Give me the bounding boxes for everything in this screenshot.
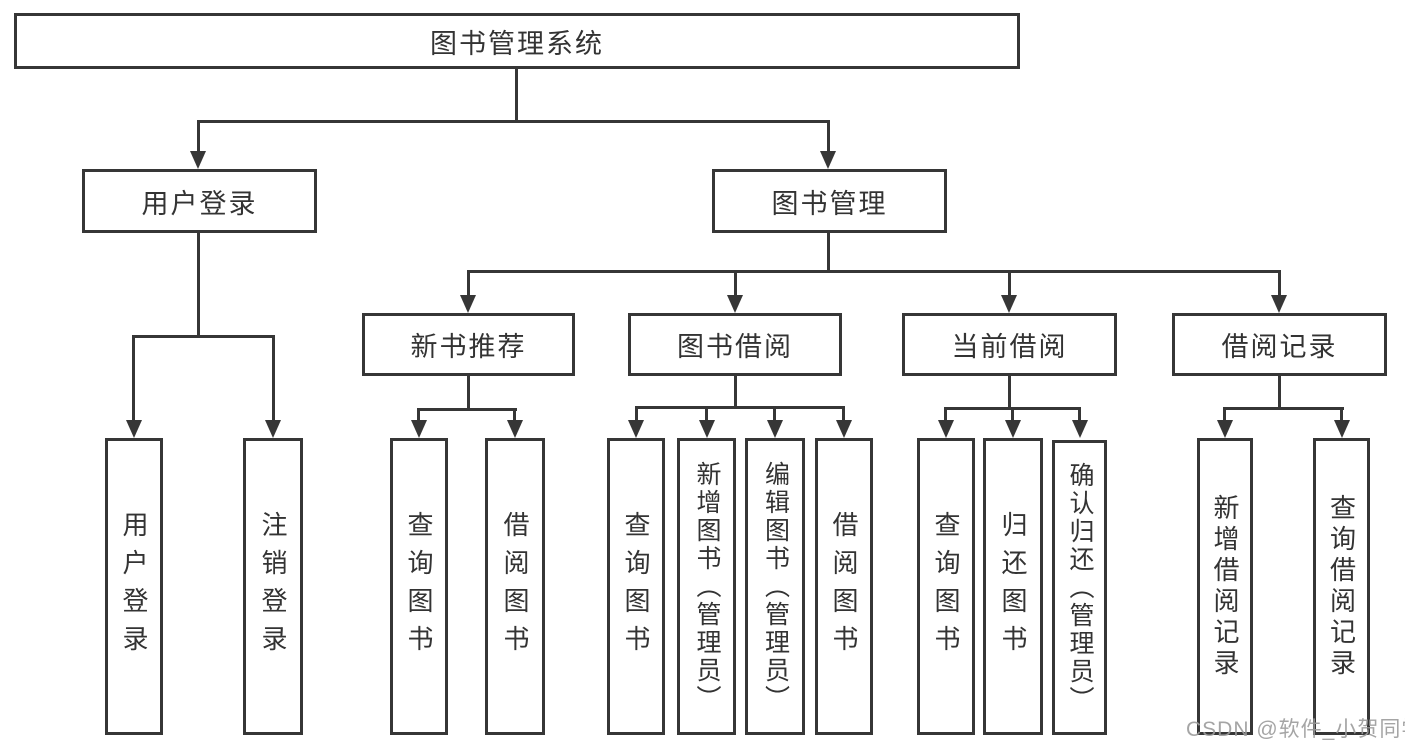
node-label: 新增图书（管理员） bbox=[693, 460, 721, 713]
connector-root-stub bbox=[515, 69, 518, 120]
arrowhead bbox=[265, 420, 281, 438]
node-label: 用户登录 bbox=[119, 510, 149, 663]
node-label: 查询借阅记录 bbox=[1326, 493, 1357, 680]
connector-login-horizontal bbox=[132, 335, 275, 338]
connector-borrowing-stub bbox=[734, 376, 737, 406]
leaf-recommend-borrow-books: 借阅图书 bbox=[485, 438, 545, 735]
arrowhead bbox=[126, 420, 142, 438]
connector-records-drop-2 bbox=[1340, 407, 1343, 420]
node-label: 当前借阅 bbox=[951, 332, 1068, 362]
connector-l2-right-drop bbox=[827, 120, 830, 152]
connector-l3-drop-2 bbox=[734, 270, 737, 295]
arrowhead bbox=[820, 151, 836, 169]
connector-recommend-horizontal bbox=[417, 408, 517, 411]
node-new-book-recommend: 新书推荐 bbox=[362, 313, 575, 376]
connector-recommend-drop-2 bbox=[513, 408, 516, 420]
node-label: 查询图书 bbox=[621, 510, 651, 663]
arrowhead bbox=[699, 420, 715, 438]
connector-records-stub bbox=[1278, 376, 1281, 407]
arrowhead bbox=[1072, 420, 1088, 438]
arrowhead bbox=[836, 420, 852, 438]
connector-l3-drop-1 bbox=[467, 270, 470, 295]
node-label: 新增借阅记录 bbox=[1210, 493, 1240, 680]
connector-l3-drop-4 bbox=[1278, 270, 1281, 295]
connector-records-horizontal bbox=[1223, 407, 1344, 410]
connector-l2-left-drop bbox=[197, 120, 200, 152]
leaf-current-query-books: 查询图书 bbox=[917, 438, 975, 735]
arrowhead bbox=[938, 420, 954, 438]
connector-l3-horizontal bbox=[467, 270, 1281, 273]
connector-login-stub bbox=[197, 233, 200, 335]
arrowhead bbox=[507, 420, 523, 438]
node-label: 图书管理系统 bbox=[430, 28, 604, 59]
leaf-add-borrow-record: 新增借阅记录 bbox=[1197, 438, 1253, 735]
arrowhead bbox=[1217, 420, 1233, 438]
leaf-borrowing-borrow-books: 借阅图书 bbox=[815, 438, 873, 735]
connector-records-drop-1 bbox=[1223, 407, 1226, 420]
connector-mgmt-stub bbox=[827, 233, 830, 270]
connector-login-drop-2 bbox=[272, 335, 275, 420]
connector-l2-horizontal bbox=[197, 120, 830, 123]
node-root-library-system: 图书管理系统 bbox=[14, 13, 1020, 69]
node-user-login: 用户登录 bbox=[82, 169, 317, 233]
leaf-confirm-return-admin: 确认归还（管理员） bbox=[1052, 440, 1107, 735]
node-label: 归还图书 bbox=[998, 510, 1028, 663]
leaf-borrowing-query-books: 查询图书 bbox=[607, 438, 665, 735]
connector-borrowing-drop-2 bbox=[705, 406, 708, 420]
node-book-management: 图书管理 bbox=[712, 169, 947, 233]
node-current-borrowing: 当前借阅 bbox=[902, 313, 1117, 376]
connector-recommend-drop-1 bbox=[417, 408, 420, 420]
arrowhead bbox=[460, 295, 476, 313]
node-label: 新书推荐 bbox=[410, 332, 527, 362]
leaf-add-books-admin: 新增图书（管理员） bbox=[677, 438, 736, 735]
node-label: 借阅记录 bbox=[1221, 332, 1338, 362]
arrowhead bbox=[190, 151, 206, 169]
arrowhead bbox=[727, 295, 743, 313]
connector-current-drop-2 bbox=[1011, 407, 1014, 420]
connector-current-drop-1 bbox=[944, 407, 947, 420]
arrowhead bbox=[628, 420, 644, 438]
connector-current-stub bbox=[1008, 376, 1011, 407]
arrowhead bbox=[1271, 295, 1287, 313]
arrowhead bbox=[1334, 420, 1350, 438]
node-label: 注销登录 bbox=[258, 510, 288, 663]
connector-recommend-stub bbox=[467, 376, 470, 408]
leaf-query-borrow-record: 查询借阅记录 bbox=[1313, 438, 1370, 735]
arrowhead bbox=[1005, 420, 1021, 438]
arrowhead bbox=[411, 420, 427, 438]
connector-borrowing-drop-1 bbox=[635, 406, 638, 420]
arrowhead bbox=[1001, 295, 1017, 313]
leaf-user-login: 用户登录 bbox=[105, 438, 163, 735]
connector-l3-drop-3 bbox=[1008, 270, 1011, 295]
connector-login-drop-1 bbox=[132, 335, 135, 420]
node-book-borrowing: 图书借阅 bbox=[628, 313, 842, 376]
node-label: 编辑图书（管理员） bbox=[761, 460, 790, 713]
leaf-return-books: 归还图书 bbox=[983, 438, 1043, 735]
node-label: 用户登录 bbox=[141, 188, 258, 219]
node-label: 确认归还（管理员） bbox=[1066, 461, 1094, 714]
node-borrowing-records: 借阅记录 bbox=[1172, 313, 1387, 376]
connector-current-drop-3 bbox=[1078, 407, 1081, 420]
arrowhead bbox=[767, 420, 783, 438]
node-label: 图书借阅 bbox=[677, 332, 793, 362]
leaf-edit-books-admin: 编辑图书（管理员） bbox=[745, 438, 805, 735]
csdn-watermark: CSDN @软件_小贺同学 bbox=[1186, 718, 1405, 741]
connector-borrowing-drop-4 bbox=[842, 406, 845, 420]
connector-borrowing-drop-3 bbox=[773, 406, 776, 420]
leaf-logout: 注销登录 bbox=[243, 438, 303, 735]
node-label: 查询图书 bbox=[931, 510, 961, 663]
node-label: 查询图书 bbox=[404, 510, 434, 663]
leaf-recommend-query-books: 查询图书 bbox=[390, 438, 448, 735]
node-label: 借阅图书 bbox=[500, 510, 530, 663]
node-label: 借阅图书 bbox=[829, 510, 859, 663]
connector-borrowing-horizontal bbox=[635, 406, 845, 409]
node-label: 图书管理 bbox=[771, 188, 888, 219]
